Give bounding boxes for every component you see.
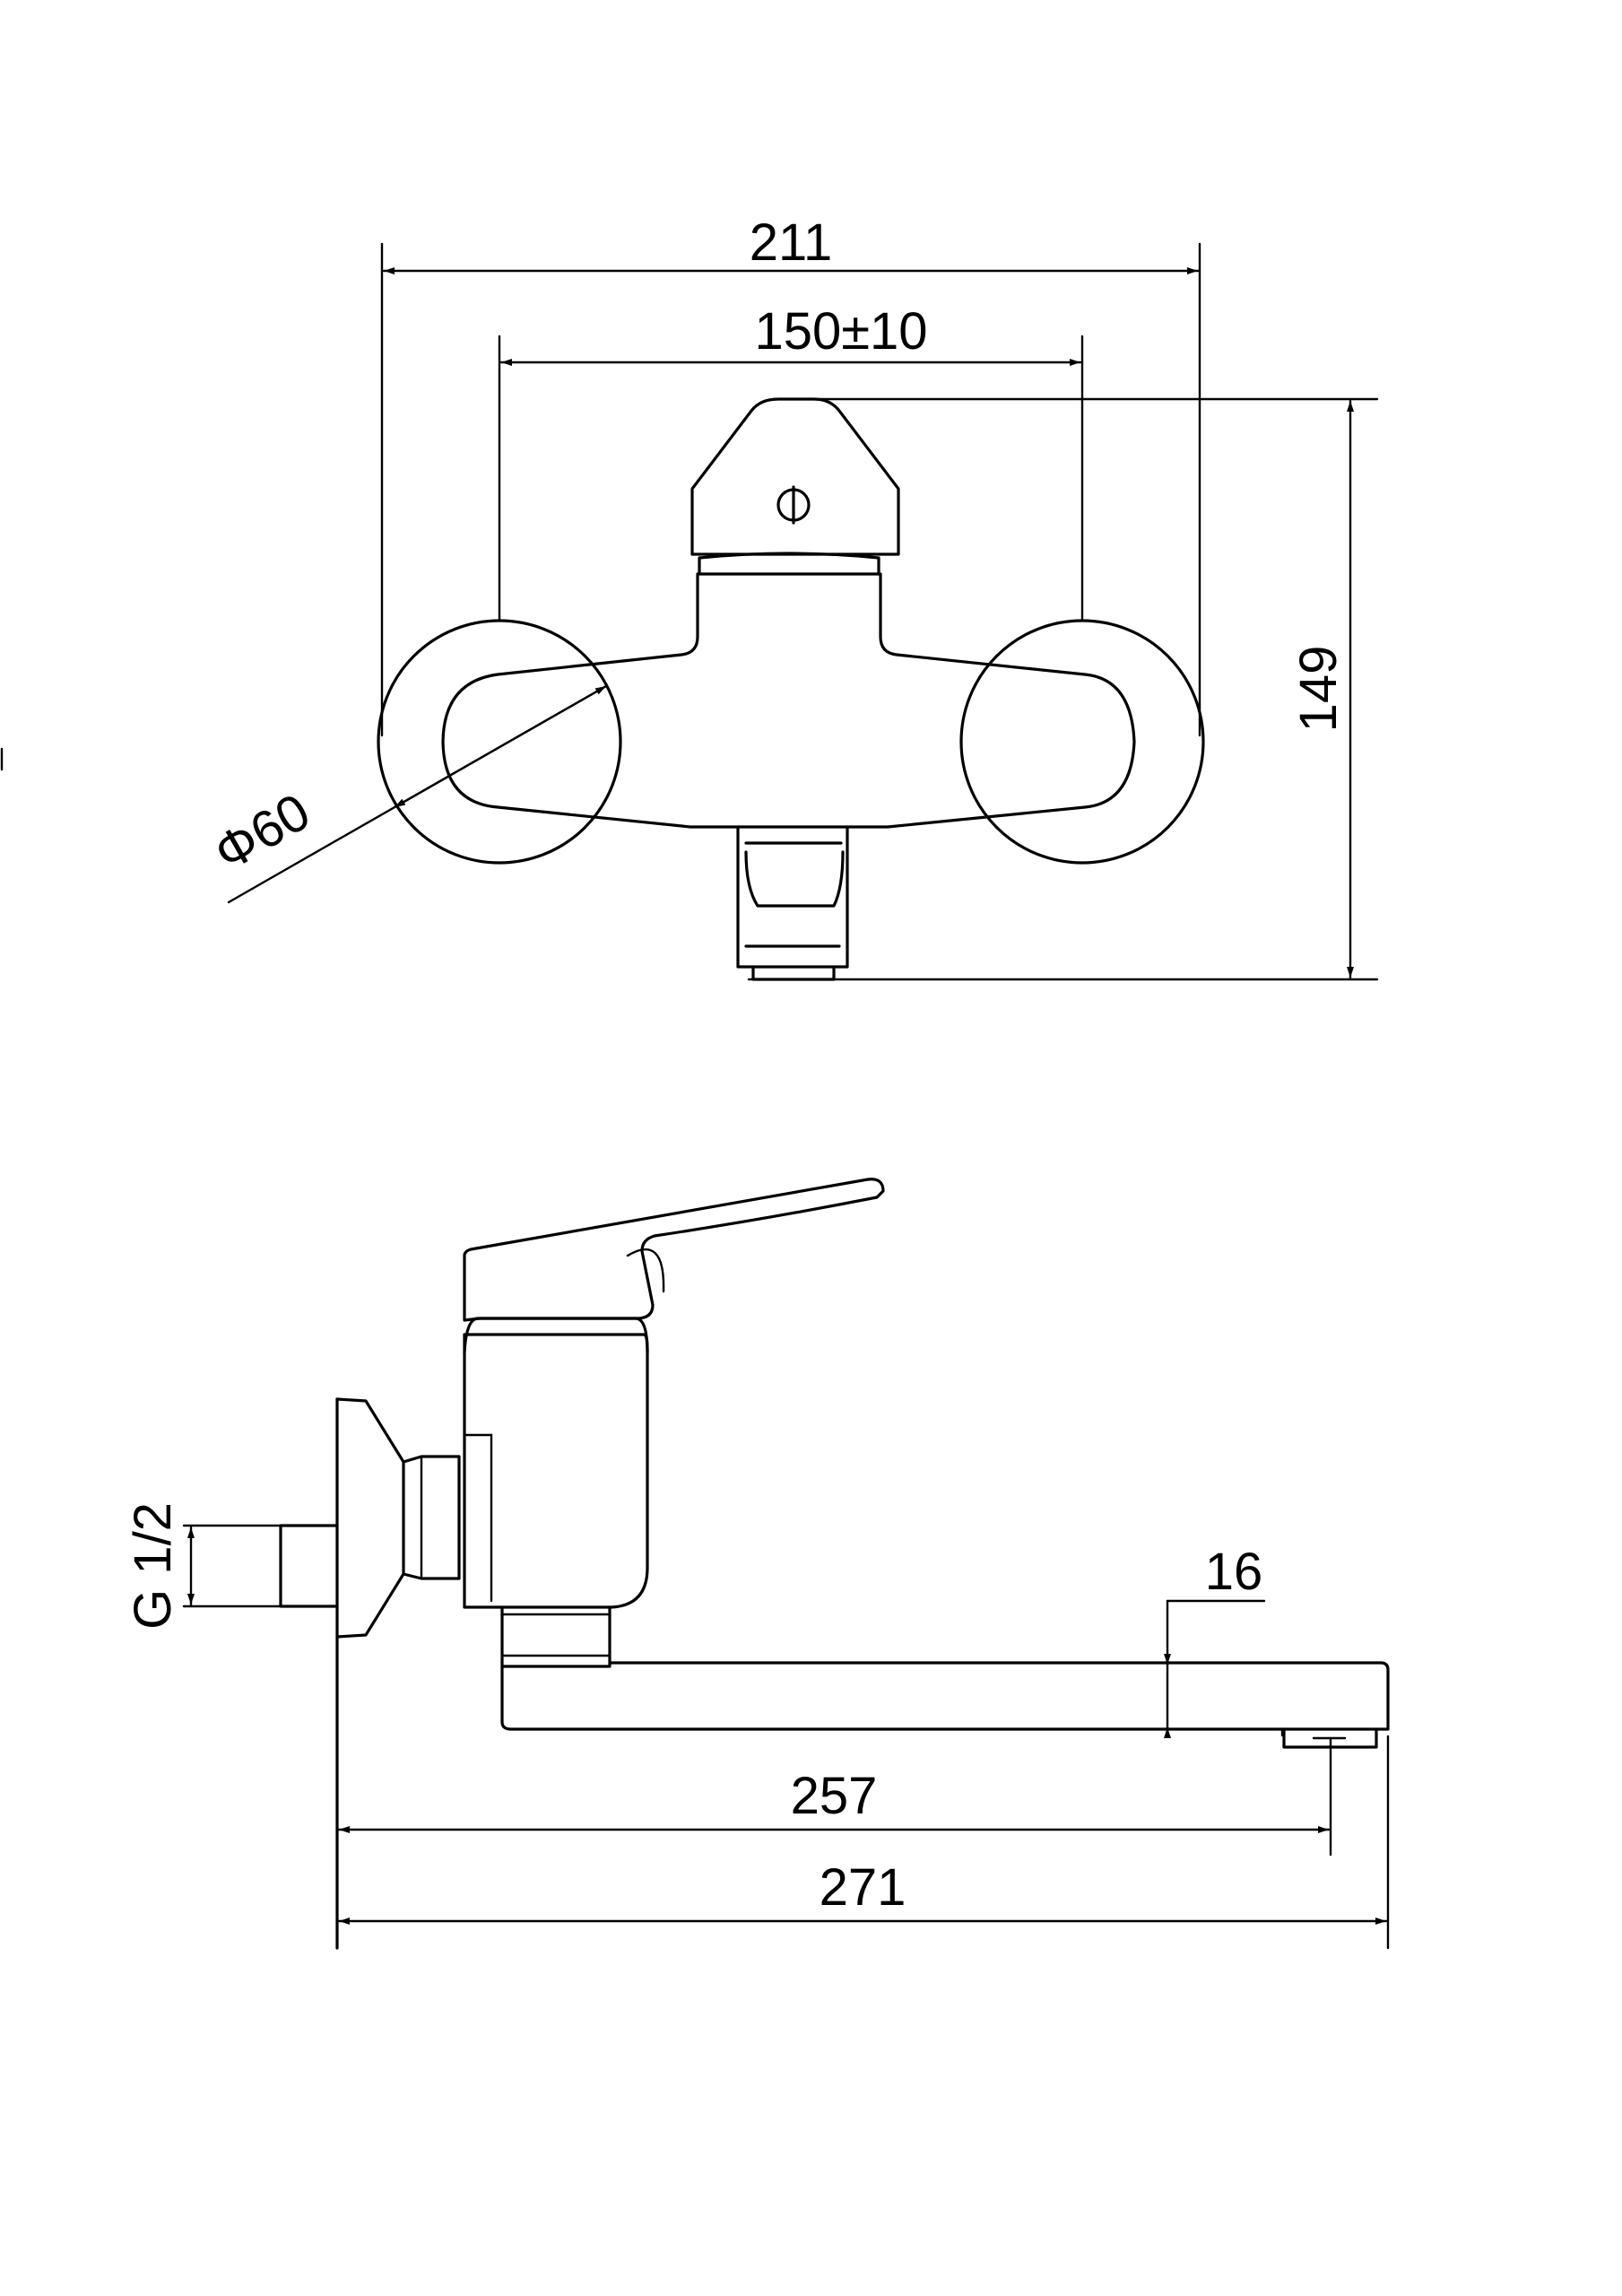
front-aerator-ring [744,944,841,981]
dimension-mount-spacing: 150±10 [498,302,1084,622]
dimension-height: 149 [747,397,1379,981]
overall-width-label: 211 [750,213,832,272]
spout-height-label: 16 [1205,1543,1263,1601]
front-outlet-inner [744,841,845,908]
side-lever [463,1178,885,1322]
front-view: 211 150±10 149 Φ60 [204,213,1379,981]
side-lever-detail [626,1248,665,1293]
eccentric-nut [402,1455,461,1580]
side-wall-flange [335,1397,405,1639]
left-wall-flange [377,619,622,865]
dimension-spout-height: 16 [1164,1543,1266,1738]
front-lever [690,397,900,556]
right-wall-flange [959,619,1205,865]
spout [500,1661,1390,1731]
height-label: 149 [1289,646,1348,733]
dimension-overall-length: 271 [337,1735,1390,1950]
flange-diameter-label: Φ60 [204,782,319,883]
dimension-overall-width: 211 [380,213,1201,737]
side-inlet-pipe [279,1524,339,1608]
side-body-socket [463,1433,493,1603]
dimension-thread: G 1/2 [124,1502,284,1630]
dimension-spout-reach: 257 [337,1736,1332,1857]
dimension-flange-diameter: Φ60 [204,684,608,904]
thread-label: G 1/2 [124,1502,182,1630]
cartridge-screw [776,485,811,525]
mixer-body [441,572,1136,829]
side-view: G 1/2 16 257 271 [124,1178,1390,1950]
spout-collar [500,1605,612,1668]
spout-reach-label: 257 [791,1767,878,1825]
mount-spacing-label: 150±10 [754,302,927,361]
front-outlet [736,825,849,969]
overall-length-label: 271 [820,1858,906,1917]
lever-collar [698,552,880,576]
